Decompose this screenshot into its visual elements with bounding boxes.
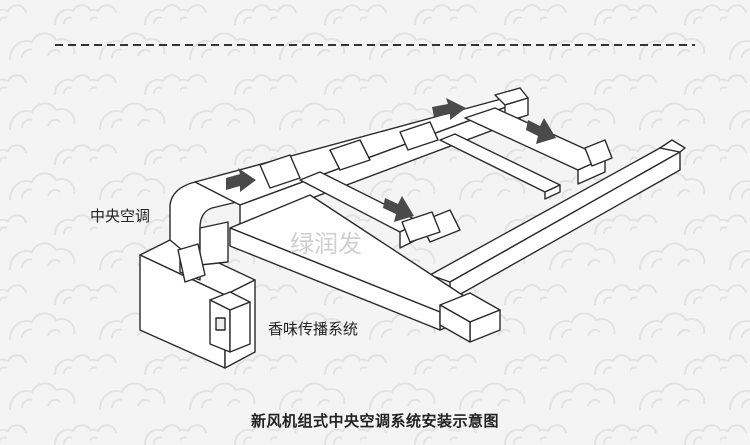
duct-cross-right bbox=[429, 139, 686, 301]
aroma-system-label: 香味传播系统 bbox=[268, 320, 359, 338]
duct-front-tail bbox=[439, 292, 501, 343]
watermark-text: 绿润发 bbox=[290, 230, 362, 258]
arrow-down-right-2 bbox=[383, 196, 414, 222]
arrow-right-1 bbox=[226, 168, 256, 192]
arrow-down-right-1 bbox=[526, 118, 556, 144]
central-ac-label: 中央空调 bbox=[90, 207, 151, 225]
duct-diffusers bbox=[177, 121, 613, 283]
aroma-diffuser-machine bbox=[209, 291, 251, 353]
arrow-up-right bbox=[432, 98, 466, 120]
diagram-caption: 新风机组式中央空调系统安装示意图 bbox=[250, 412, 499, 430]
